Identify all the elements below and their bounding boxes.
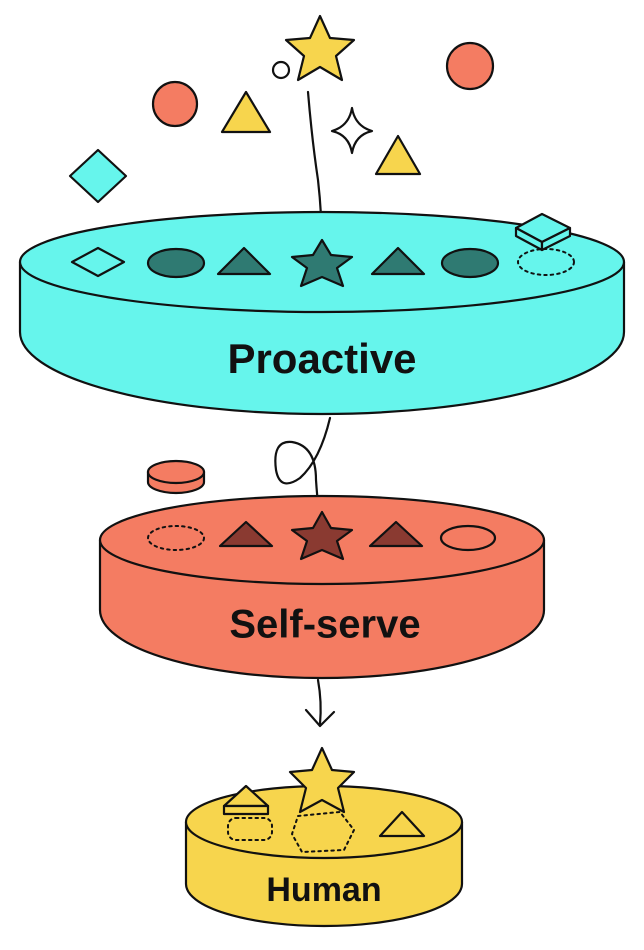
tier-human: Human xyxy=(186,748,462,926)
sparkle-icon xyxy=(332,108,372,153)
tier-self-serve: Self-serve xyxy=(100,496,544,678)
tier-label-proactive: Proactive xyxy=(227,335,416,382)
coin-icon xyxy=(148,461,204,493)
circle-icon xyxy=(447,43,493,89)
diamond-icon xyxy=(70,150,126,202)
tier-label-human: Human xyxy=(266,871,381,909)
circle-icon xyxy=(153,82,197,126)
circle-slot xyxy=(442,249,498,277)
star-icon xyxy=(286,16,354,80)
tier-label-self-serve: Self-serve xyxy=(229,603,420,647)
circle-slot xyxy=(441,526,495,550)
triangle-icon xyxy=(222,92,270,132)
arrow-down-icon xyxy=(306,680,334,726)
circle-slot xyxy=(148,249,204,277)
triangle-icon xyxy=(376,136,420,174)
small-circle-icon xyxy=(273,62,289,78)
tier-proactive: Proactive xyxy=(20,212,624,414)
